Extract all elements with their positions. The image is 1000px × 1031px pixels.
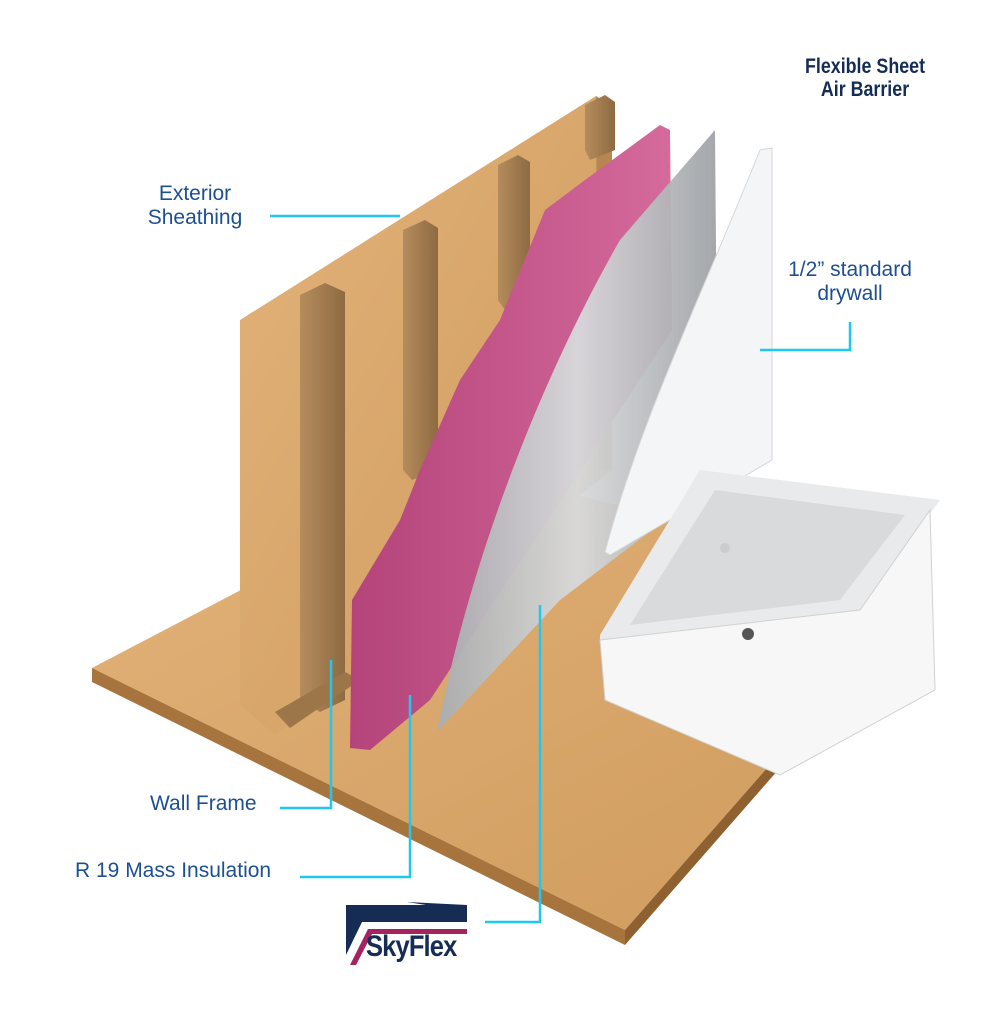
label-insulation: R 19 Mass Insulation xyxy=(75,859,272,882)
title-line-1: Flexible Sheet xyxy=(804,55,926,78)
wall-frame-studs xyxy=(275,95,615,728)
air-barrier-sheet xyxy=(437,130,718,732)
leader-air-barrier xyxy=(485,605,542,924)
label-drywall: 1/2” standard drywall xyxy=(770,258,930,306)
label-line: drywall xyxy=(817,282,883,305)
leader-drywall xyxy=(760,322,852,352)
skyflex-logo-mark xyxy=(346,902,467,965)
label-wall-frame: Wall Frame xyxy=(150,792,257,815)
label-exterior-sheathing: Exterior Sheathing xyxy=(125,182,265,230)
mass-insulation xyxy=(350,125,672,750)
label-line: Exterior xyxy=(158,182,232,205)
title-line-2: Air Barrier xyxy=(820,78,910,101)
diagram-title: Flexible Sheet Air Barrier xyxy=(793,55,938,101)
label-line: 1/2” standard xyxy=(788,258,912,281)
skyflex-logo-text: SkyFlex xyxy=(366,930,457,963)
bathtub xyxy=(599,470,940,776)
leader-lines xyxy=(270,214,852,924)
leader-insulation xyxy=(300,695,412,879)
label-line: Sheathing xyxy=(147,206,243,229)
drywall xyxy=(604,147,773,556)
leader-wall-frame xyxy=(280,660,333,810)
